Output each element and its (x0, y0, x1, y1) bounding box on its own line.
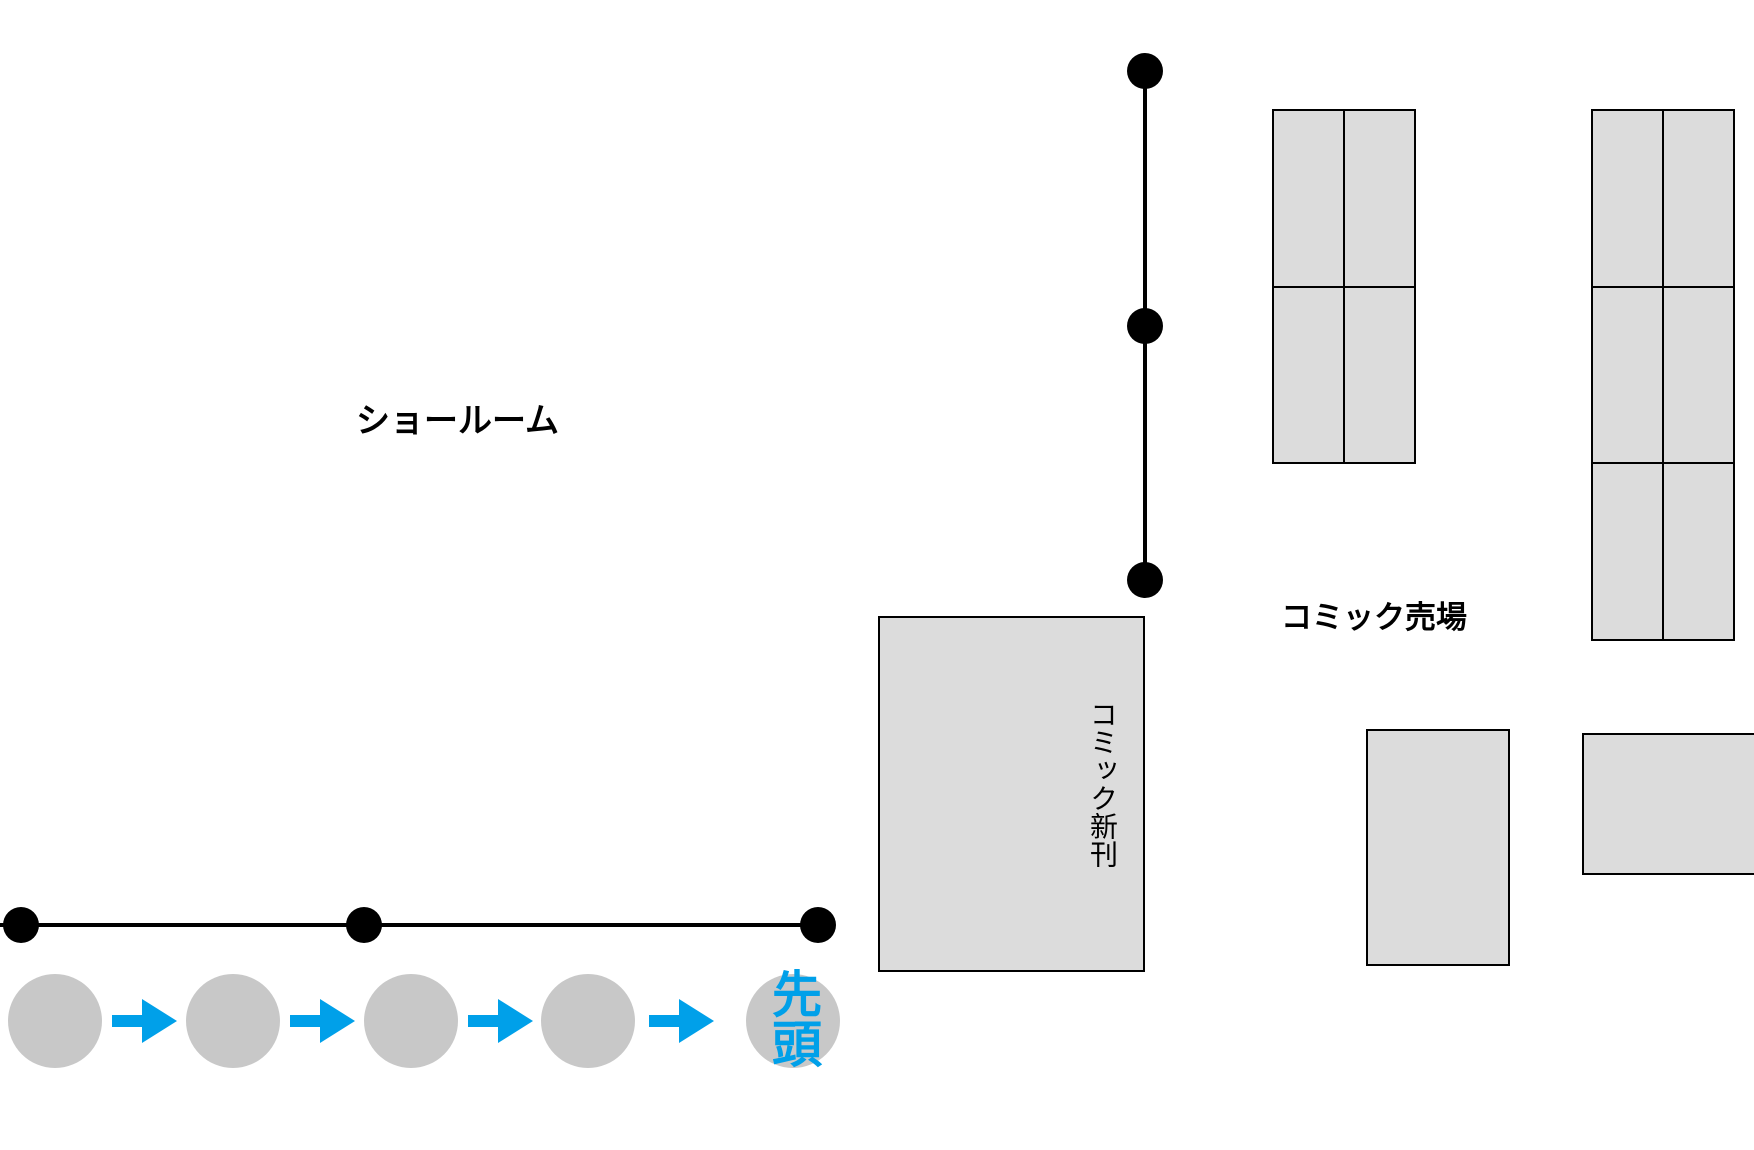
barrier-post (1127, 308, 1163, 344)
barrier-post (346, 907, 382, 943)
arrow-right-icon (649, 999, 714, 1043)
queue-person-head (746, 974, 840, 1068)
shelf-d (1582, 733, 1754, 875)
shelf-a (1272, 109, 1416, 464)
queue-person (364, 974, 458, 1068)
barrier-post (1127, 562, 1163, 598)
queue-person (8, 974, 102, 1068)
queue-head-label: 先頭 (764, 968, 822, 1068)
queue-person (541, 974, 635, 1068)
shelf-b (1591, 109, 1735, 641)
horizontal-queue-barrier (0, 907, 836, 943)
shelf-c (1366, 729, 1510, 966)
arrow-right-icon (468, 999, 533, 1043)
barrier-post (3, 907, 39, 943)
barrier-post (800, 907, 836, 943)
arrow-right-icon (290, 999, 355, 1043)
vertical-queue-barrier (1127, 53, 1163, 598)
arrow-right-icon (112, 999, 177, 1043)
barrier-post (1127, 53, 1163, 89)
queue-person (186, 974, 280, 1068)
comic-new-table (878, 616, 1145, 972)
queue (8, 974, 840, 1068)
showroom-label: ショールーム (356, 401, 559, 441)
comic-new-label: コミック新刊 (1086, 700, 1119, 868)
comic-area-label: コミック売場 (1281, 600, 1467, 636)
